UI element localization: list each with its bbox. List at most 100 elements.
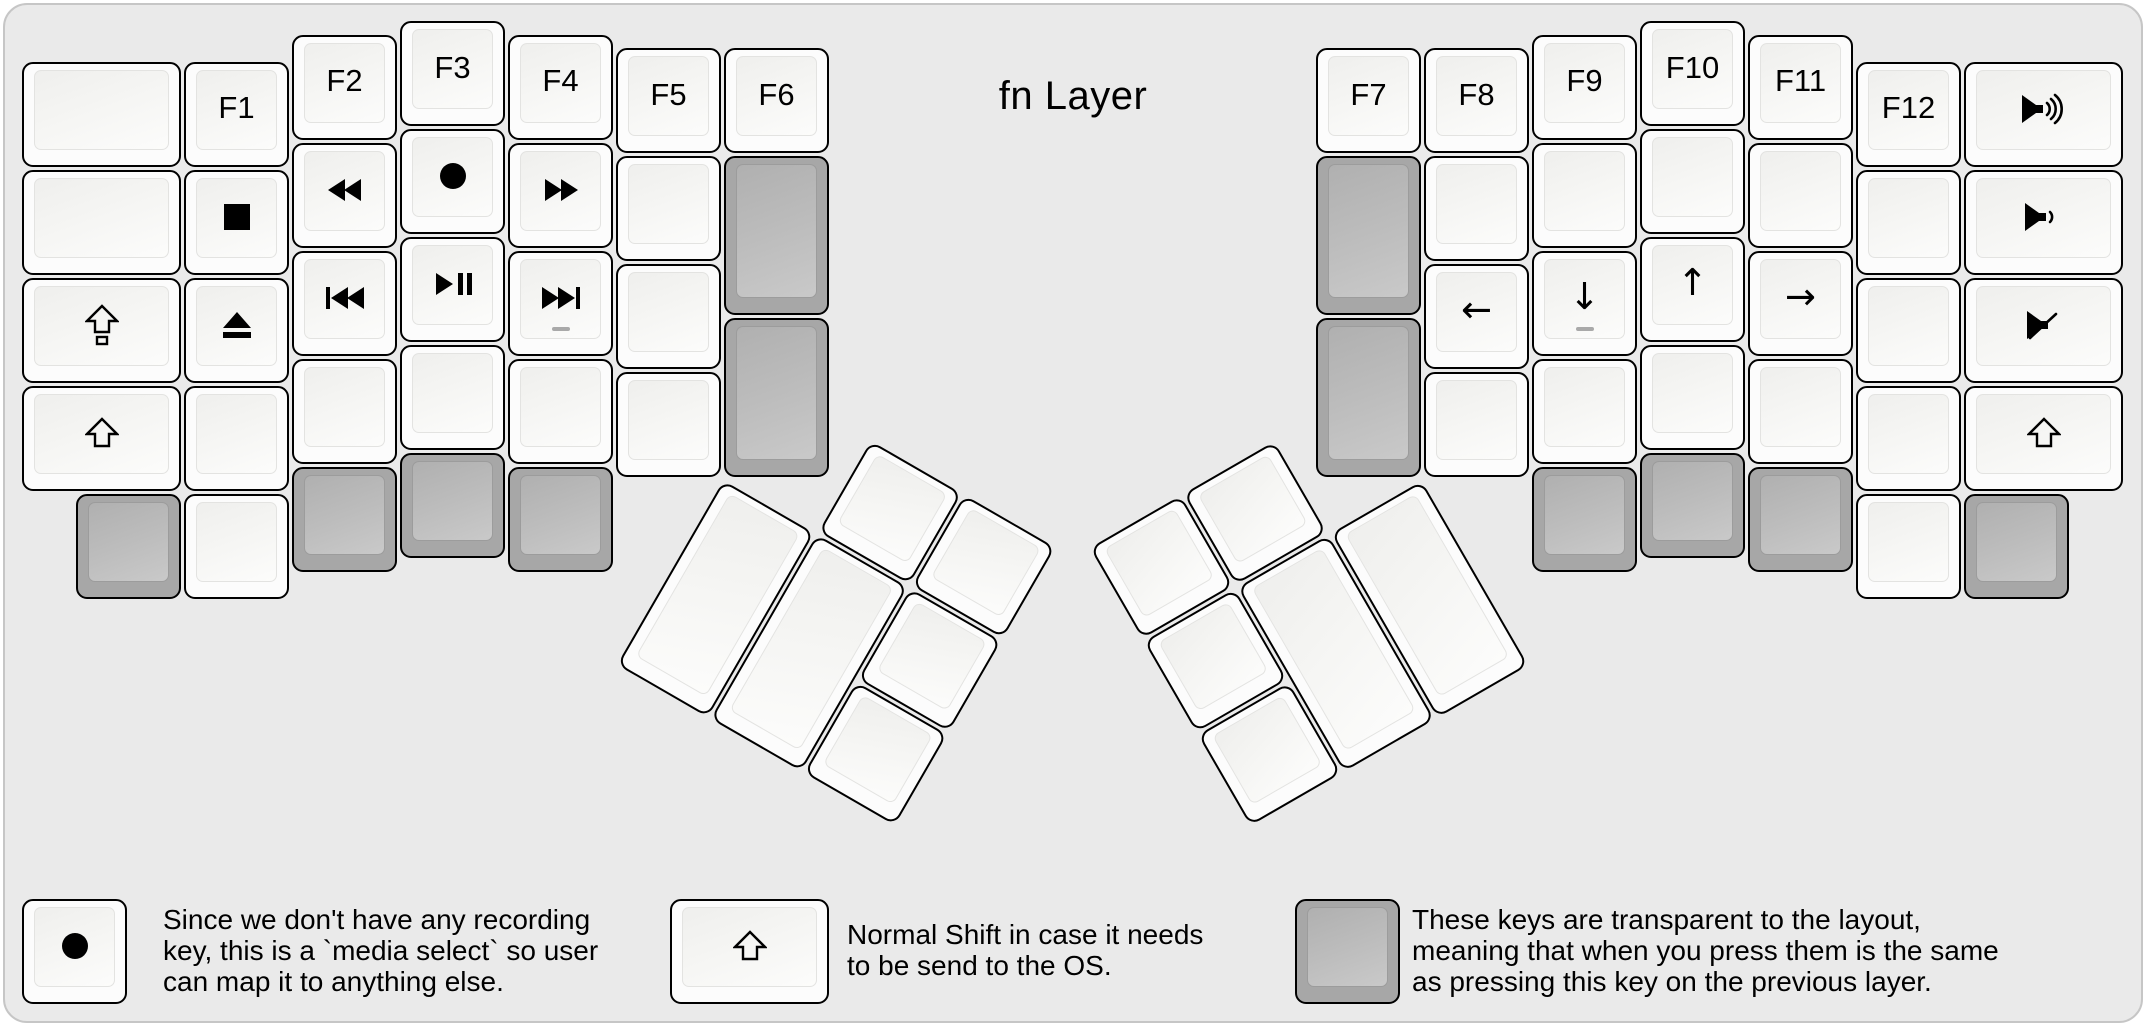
keytop: F10 <box>1652 29 1733 109</box>
keytop <box>196 501 277 582</box>
key-shift-left[interactable] <box>22 385 181 491</box>
keytop <box>412 245 493 325</box>
key-eject[interactable] <box>184 277 289 383</box>
key-transparent[interactable] <box>400 453 505 558</box>
keytop <box>304 474 385 555</box>
key-f5[interactable]: F5 <box>616 48 721 153</box>
key-transparent[interactable] <box>292 466 397 572</box>
key-f3[interactable]: F3 <box>400 21 505 126</box>
key-blank[interactable] <box>508 358 613 464</box>
key-blank[interactable] <box>22 169 181 275</box>
legend-text-line: as pressing this key on the previous lay… <box>1412 966 1932 997</box>
homing-bar <box>1575 326 1594 331</box>
key-label: ↓ <box>1568 274 1600 318</box>
key-blank[interactable] <box>1424 156 1529 261</box>
key-f4[interactable]: F4 <box>508 34 613 140</box>
key-blank[interactable] <box>1748 142 1853 248</box>
keytop <box>196 177 277 258</box>
key-blank[interactable] <box>616 372 721 477</box>
keytop <box>1544 474 1625 555</box>
keytop <box>1868 285 1949 366</box>
keytop <box>34 69 169 150</box>
key-volume-down[interactable] <box>1964 169 2123 275</box>
key-arrow-up[interactable]: ↑ <box>1640 237 1745 342</box>
key-f2[interactable]: F2 <box>292 34 397 140</box>
keytop <box>1652 137 1733 217</box>
keytop: F1 <box>196 69 277 150</box>
key-f1[interactable]: F1 <box>184 61 289 167</box>
key-transparent[interactable] <box>1316 156 1421 315</box>
key-blank[interactable] <box>292 358 397 464</box>
keytop: ↑ <box>1652 245 1733 325</box>
key-blank[interactable] <box>1856 385 1961 491</box>
key-prev-track[interactable] <box>292 250 397 356</box>
legend-key-record <box>22 899 127 1004</box>
key-transparent[interactable] <box>1748 466 1853 572</box>
homing-bar <box>551 326 570 331</box>
key-blank[interactable] <box>184 385 289 491</box>
key-transparent[interactable] <box>1964 493 2069 599</box>
keytop: ↓ <box>1544 258 1625 339</box>
key-blank[interactable] <box>1640 129 1745 234</box>
key-f8[interactable]: F8 <box>1424 48 1529 153</box>
key-f6[interactable]: F6 <box>724 48 829 153</box>
key-blank[interactable] <box>184 493 289 599</box>
keytop: F4 <box>520 42 601 123</box>
key-transparent[interactable] <box>724 156 829 315</box>
key-transparent[interactable] <box>1640 453 1745 558</box>
key-f10[interactable]: F10 <box>1640 21 1745 126</box>
key-shift-right[interactable] <box>1964 385 2123 491</box>
key-transparent[interactable] <box>508 466 613 572</box>
key-blank[interactable] <box>1856 169 1961 275</box>
eject-icon <box>221 310 253 340</box>
key-stop[interactable] <box>184 169 289 275</box>
key-transparent[interactable] <box>724 318 829 477</box>
key-label: F12 <box>1881 90 1936 125</box>
key-mute[interactable] <box>1964 277 2123 383</box>
key-blank[interactable] <box>616 156 721 261</box>
key-f11[interactable]: F11 <box>1748 34 1853 140</box>
key-f9[interactable]: F9 <box>1532 34 1637 140</box>
key-blank[interactable] <box>1856 493 1961 599</box>
keytop: F7 <box>1328 56 1409 136</box>
key-label: F6 <box>758 76 795 112</box>
key-blank[interactable] <box>1424 372 1529 477</box>
key-volume-up[interactable] <box>1964 61 2123 167</box>
key-arrow-right[interactable]: → <box>1748 250 1853 356</box>
keytop <box>736 164 817 298</box>
keytop <box>1328 164 1409 298</box>
key-arrow-down[interactable]: ↓ <box>1532 250 1637 356</box>
key-blank[interactable] <box>1532 358 1637 464</box>
keytop: → <box>1760 258 1841 339</box>
keytop <box>1760 366 1841 447</box>
mute-icon <box>2024 308 2064 342</box>
key-transparent[interactable] <box>76 493 181 599</box>
keytop <box>34 285 169 366</box>
key-play-pause[interactable] <box>400 237 505 342</box>
key-f7[interactable]: F7 <box>1316 48 1421 153</box>
keytop: F2 <box>304 42 385 123</box>
key-blank[interactable] <box>400 345 505 450</box>
keytop: F12 <box>1868 69 1949 150</box>
legend-text-3: These keys are transparent to the layout… <box>1412 904 1999 997</box>
prev-track-icon <box>325 285 365 311</box>
key-blank[interactable] <box>22 61 181 167</box>
key-fast-forward[interactable] <box>508 142 613 248</box>
key-blank[interactable] <box>1748 358 1853 464</box>
legend-text-line: Since we don't have any recording <box>163 904 591 935</box>
key-f12[interactable]: F12 <box>1856 61 1961 167</box>
key-blank[interactable] <box>1532 142 1637 248</box>
key-rewind[interactable] <box>292 142 397 248</box>
key-blank[interactable] <box>1856 277 1961 383</box>
key-transparent[interactable] <box>1316 318 1421 477</box>
key-label: F2 <box>326 63 363 98</box>
key-next-track[interactable] <box>508 250 613 356</box>
fast-forward-icon <box>543 177 579 203</box>
key-caps-lock[interactable] <box>22 277 181 383</box>
key-blank[interactable] <box>616 264 721 369</box>
key-transparent[interactable] <box>1532 466 1637 572</box>
key-arrow-left[interactable]: ← <box>1424 264 1529 369</box>
key-blank[interactable] <box>1640 345 1745 450</box>
key-record[interactable] <box>400 129 505 234</box>
keytop <box>682 907 817 987</box>
